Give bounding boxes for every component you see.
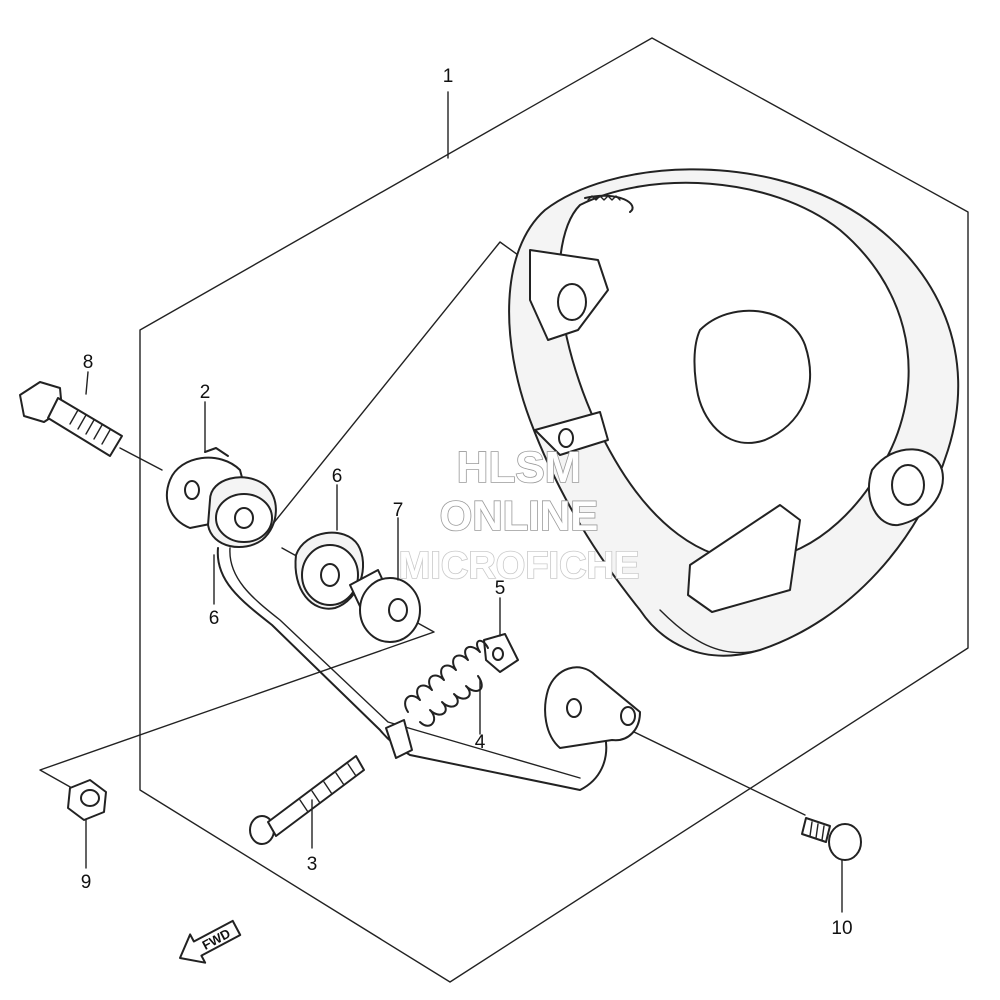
callout-4: 4 [475,732,486,753]
callout-7: 7 [393,500,404,521]
screw-10 [801,817,862,861]
callout-1: 1 [443,66,454,87]
adjuster-plate [385,666,641,759]
cushion-6-upper [207,476,277,548]
callout-10: 10 [831,918,852,939]
washer-5 [483,633,519,673]
watermark-line-2: ONLINE [440,492,599,539]
callout-labels: 1 2 3 4 5 6 6 7 8 9 10 [81,66,853,939]
callout-3: 3 [307,854,318,875]
cushion-6-middle [294,531,365,610]
callout-8: 8 [83,352,94,373]
callout-leaders [85,371,843,913]
headlight-housing [508,168,960,657]
collar-7 [349,569,421,643]
nut-9 [67,779,107,821]
adjuster-rod-inner [229,547,581,779]
callout-6-lower: 6 [209,608,220,629]
fwd-arrow-icon: FWD [178,919,242,964]
spring-4 [404,639,489,727]
bolt-8 [19,381,123,457]
watermark-line-3: MICROFICHE [399,545,640,587]
callout-5: 5 [495,578,506,599]
screw-3 [249,755,365,845]
callout-2: 2 [200,382,211,403]
watermark-line-1: HLSM [457,443,582,492]
callout-9: 9 [81,872,92,893]
callout-6-upper: 6 [332,466,343,487]
assembly-frame [139,37,969,983]
watermark: HLSM ONLINE MICROFICHE [398,442,640,588]
